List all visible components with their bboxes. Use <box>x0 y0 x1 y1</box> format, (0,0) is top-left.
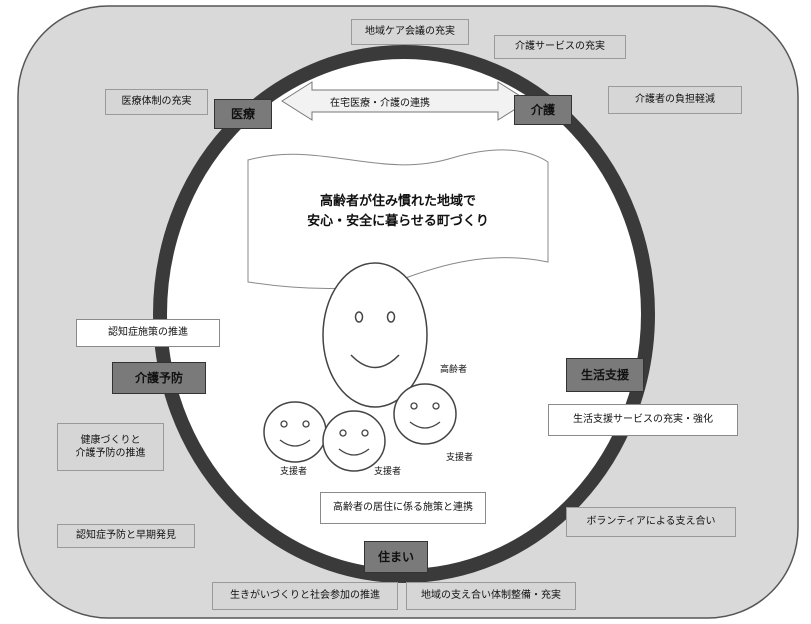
node-seikatsu-shien: 生活支援 <box>566 358 644 392</box>
box-iryo-taisei: 医療体制の充実 <box>105 89 208 115</box>
center-title-line1: 高齢者が住み慣れた地域で <box>319 194 476 209</box>
box-kyoju: 高齢者の居住に係る施策と連携 <box>320 492 486 524</box>
supporter-face-icon-1 <box>263 401 327 463</box>
box-ninchisho-yobo: 認知症予防と早期発見 <box>57 524 195 548</box>
node-kaigo-yobo: 介護予防 <box>112 362 206 394</box>
supporter-label-2: 支援者 <box>374 467 402 477</box>
node-iryo: 医療 <box>214 99 272 129</box>
elder-label: 高齢者 <box>440 365 468 375</box>
box-kenko-zukuri: 健康づくりと 介護予防の推進 <box>57 423 164 471</box>
box-kaigosha-futan: 介護者の負担軽減 <box>608 86 742 114</box>
box-seikatsu-service: 生活支援サービスの充実・強化 <box>548 404 738 436</box>
supporter-face-icon-3 <box>393 383 457 445</box>
supporter-label-1: 支援者 <box>280 467 308 477</box>
box-ninchisho-shisaku: 認知症施策の推進 <box>76 319 220 347</box>
box-volunteer: ボランティアによる支え合い <box>566 507 736 537</box>
supporter-label-3: 支援者 <box>446 453 474 463</box>
center-title-line2: 安心・安全に暮らせる町づくり <box>307 213 489 229</box>
box-ikigai: 生きがいづくりと社会参加の推進 <box>212 582 398 610</box>
box-sasaeai: 地域の支え合い体制整備・充実 <box>406 582 576 610</box>
arrow-label: 在宅医療・介護の連携 <box>330 98 430 109</box>
center-title: 高齢者が住み慣れた地域で 安心・安全に暮らせる町づくり <box>262 192 534 231</box>
box-kaigo-service: 介護サービスの充実 <box>494 35 626 59</box>
elder-face-icon <box>322 262 428 408</box>
box-chiiki-care: 地域ケア会議の充実 <box>351 19 469 45</box>
node-kaigo: 介護 <box>514 95 572 125</box>
supporter-face-icon-2 <box>322 410 386 472</box>
node-sumai: 住まい <box>364 541 428 573</box>
